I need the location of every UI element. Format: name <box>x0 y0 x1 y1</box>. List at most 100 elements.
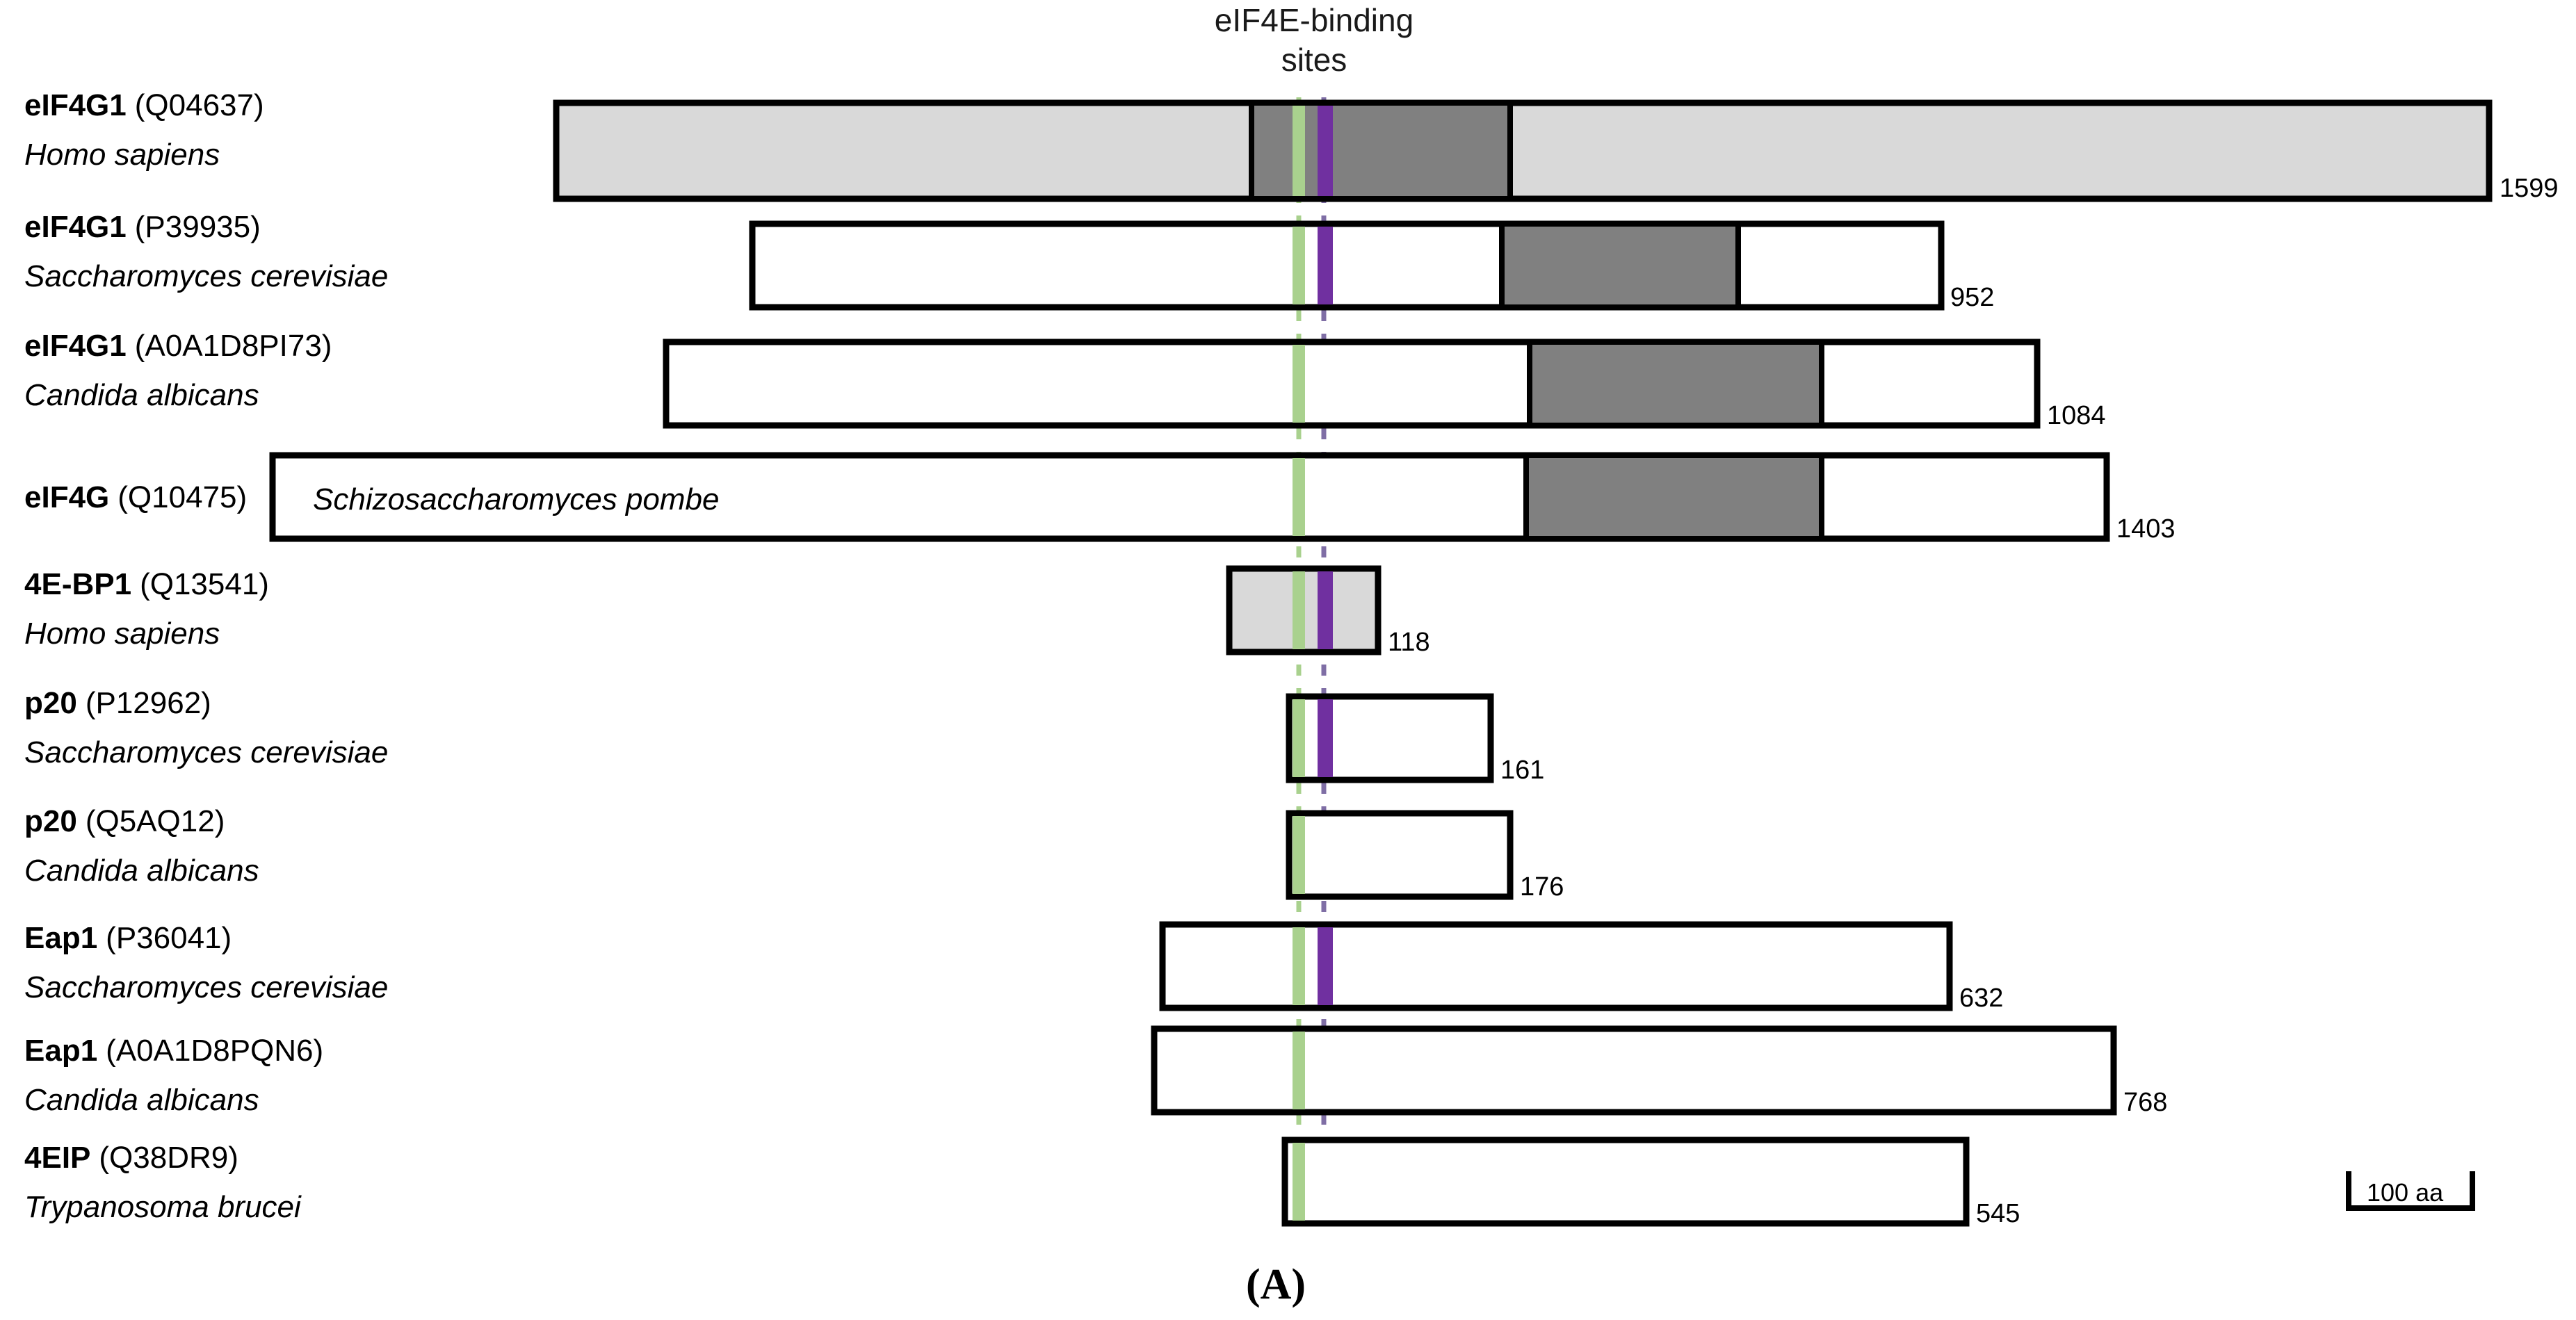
green-binding-site-7 <box>1293 816 1305 894</box>
bar-segment-dark-2 <box>1502 227 1738 304</box>
protein-length-1: 1599 <box>2500 174 2559 203</box>
protein-name-10: 4EIP <box>24 1141 90 1175</box>
protein-row: 4EIP (Q38DR9) Trypanosoma brucei 545 <box>24 1136 2020 1228</box>
protein-length-10: 545 <box>1976 1199 2020 1228</box>
protein-bar-10 <box>1281 1136 1970 1227</box>
protein-name-4: eIF4G <box>24 480 109 514</box>
purple-binding-site-2 <box>1318 227 1333 304</box>
protein-name-6: p20 <box>24 686 77 720</box>
protein-accession-2: (P39935) <box>135 210 261 244</box>
protein-length-3: 1084 <box>2047 401 2106 430</box>
green-binding-site-10 <box>1293 1143 1305 1221</box>
purple-binding-site-6 <box>1318 699 1333 777</box>
protein-bar-8 <box>1159 921 1953 1011</box>
species-label-4: Schizosaccharomyces pombe <box>313 482 719 516</box>
scale-bar-label: 100 aa <box>2367 1178 2444 1207</box>
green-binding-site-2 <box>1293 227 1305 304</box>
protein-length-5: 118 <box>1388 628 1430 657</box>
protein-accession-3: (A0A1D8PI73) <box>135 329 332 363</box>
green-binding-site-4 <box>1293 458 1305 536</box>
bar-segment-white-3 <box>663 339 2041 429</box>
protein-bar-7 <box>1286 810 1514 900</box>
protein-row: p20 (Q5AQ12) Candida albicans 176 <box>24 804 1564 902</box>
bar-segment-white-2 <box>749 220 1945 311</box>
protein-label-3: eIF4G1(A0A1D8PI73) <box>24 329 332 363</box>
protein-bar-1 <box>553 99 2493 202</box>
bar-segment-dark-1 <box>1251 106 1510 196</box>
protein-bar-9 <box>1151 1025 2117 1116</box>
protein-label-8: Eap1 (P36041) <box>24 921 232 955</box>
protein-label-7: p20 (Q5AQ12) <box>24 804 225 838</box>
protein-accession-6: (P12962) <box>86 686 211 720</box>
protein-bar-4: Schizosaccharomyces pombe <box>269 452 2110 542</box>
protein-accession-1: (Q04637) <box>135 88 264 122</box>
protein-label-5: 4E-BP1 (Q13541) <box>24 567 269 601</box>
protein-accession-8: (P36041) <box>106 921 232 955</box>
protein-row: eIF4G1(Q04637) Homo sapiens 1599 <box>24 88 2559 203</box>
species-label-10: Trypanosoma brucei <box>24 1190 302 1224</box>
protein-label-10: 4EIP (Q38DR9) <box>24 1141 238 1175</box>
protein-name-3: eIF4G1 <box>24 329 127 363</box>
binding-sites-title-line2: sites <box>1281 42 1347 78</box>
protein-bar-5 <box>1226 565 1382 655</box>
protein-length-7: 176 <box>1520 872 1564 902</box>
species-label-6: Saccharomyces cerevisiae <box>24 735 388 769</box>
protein-label-9: Eap1 (A0A1D8PQN6) <box>24 1034 323 1068</box>
species-label-5: Homo sapiens <box>24 617 220 651</box>
protein-length-4: 1403 <box>2116 514 2176 544</box>
species-label-7: Candida albicans <box>24 854 259 888</box>
green-binding-site-9 <box>1293 1032 1305 1109</box>
protein-bar-3 <box>663 339 2041 429</box>
protein-length-9: 768 <box>2123 1088 2167 1117</box>
protein-name-9: Eap1 <box>24 1034 97 1068</box>
protein-name-1: eIF4G1 <box>24 88 127 122</box>
species-label-2: Saccharomyces cerevisiae <box>24 259 388 293</box>
protein-accession-9: (A0A1D8PQN6) <box>106 1034 323 1068</box>
protein-name-5: 4E-BP1 <box>24 567 131 601</box>
protein-row: p20 (P12962) Saccharomyces cerevisiae 161 <box>24 686 1544 785</box>
protein-label-6: p20 (P12962) <box>24 686 211 720</box>
bar-segment-white-7 <box>1286 810 1514 900</box>
bar-segment-white-8 <box>1159 921 1953 1011</box>
protein-accession-7: (Q5AQ12) <box>86 804 225 838</box>
green-binding-site-5 <box>1293 571 1305 649</box>
protein-row: eIF4G1(P39935) Saccharomyces cerevisiae … <box>24 210 1994 312</box>
protein-row: Eap1 (P36041) Saccharomyces cerevisiae 63… <box>24 921 2003 1013</box>
protein-accession-10: (Q38DR9) <box>99 1141 238 1175</box>
protein-name-8: Eap1 <box>24 921 97 955</box>
protein-length-8: 632 <box>1959 984 2003 1013</box>
green-binding-site-8 <box>1293 927 1305 1005</box>
purple-binding-site-1 <box>1318 106 1333 196</box>
green-binding-site-6 <box>1293 699 1305 777</box>
protein-row: eIF4G1(A0A1D8PI73) Candida albicans 1084 <box>24 329 2106 430</box>
protein-row: eIF4G(Q10475) Schizosaccharomyces pombe … <box>24 452 2176 544</box>
purple-binding-site-5 <box>1318 571 1333 649</box>
species-label-9: Candida albicans <box>24 1083 259 1117</box>
protein-row: 4E-BP1 (Q13541) Homo sapiens 118 <box>24 565 1430 657</box>
binding-sites-title-line1: eIF4E-binding <box>1215 2 1413 38</box>
scale-bar-bracket <box>2346 1171 2475 1211</box>
protein-length-2: 952 <box>1950 283 1994 312</box>
bar-segment-white-10 <box>1281 1136 1970 1227</box>
green-binding-site-3 <box>1293 345 1305 423</box>
bar-segment-dark-4 <box>1526 458 1822 536</box>
protein-label-1: eIF4G1(Q04637) <box>24 88 264 122</box>
protein-accession-5: (Q13541) <box>140 567 269 601</box>
panel-label: (A) <box>1246 1261 1306 1308</box>
protein-name-2: eIF4G1 <box>24 210 127 244</box>
protein-name-7: p20 <box>24 804 77 838</box>
bar-segment-dark-3 <box>1530 345 1822 423</box>
green-binding-site-1 <box>1293 106 1305 196</box>
bar-segment-light-1 <box>553 99 2493 202</box>
protein-length-6: 161 <box>1500 756 1544 785</box>
species-label-8: Saccharomyces cerevisiae <box>24 970 388 1004</box>
species-label-1: Homo sapiens <box>24 138 220 172</box>
scale-bar: 100 aa <box>2346 1171 2475 1211</box>
bar-segment-white-9 <box>1151 1025 2117 1116</box>
protein-label-4: eIF4G(Q10475) <box>24 480 247 514</box>
protein-bar-6 <box>1286 693 1494 783</box>
species-label-3: Candida albicans <box>24 378 259 412</box>
purple-binding-site-8 <box>1318 927 1333 1005</box>
protein-bar-2 <box>749 220 1945 311</box>
